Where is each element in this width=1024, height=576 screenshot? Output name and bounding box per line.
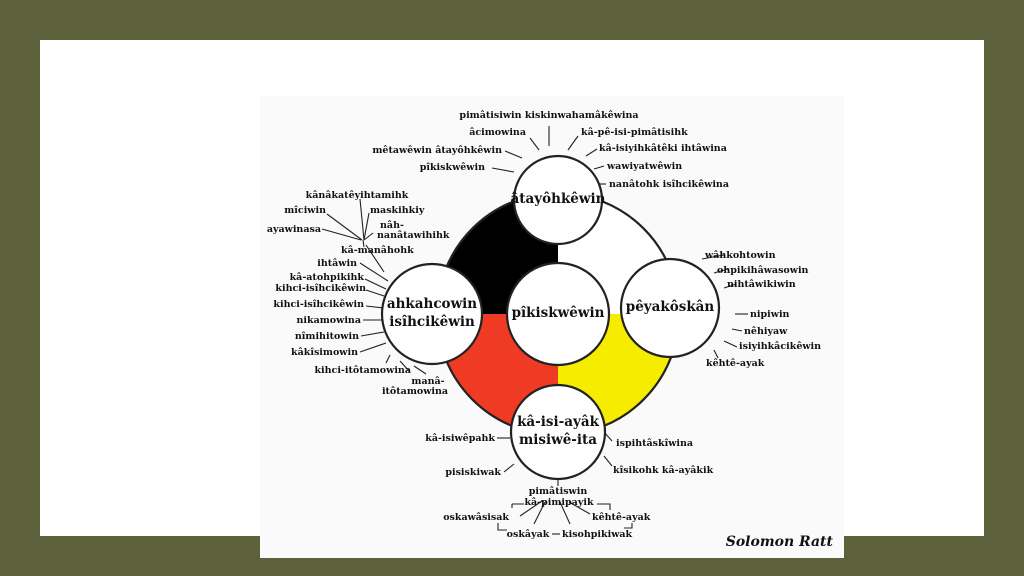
- west-item: maskihkiy: [370, 205, 425, 216]
- north-item: wawiyatwêwin: [606, 161, 682, 172]
- south-circle: [509, 383, 607, 481]
- east-item: nihtâwikiwin: [727, 279, 796, 290]
- author-signature: Solomon Ratt: [726, 534, 834, 550]
- east-leader-lines: [701, 254, 748, 359]
- north-label: âtayôhkêwin: [511, 191, 606, 207]
- west-item: nikamowina: [297, 315, 362, 326]
- east-label: pêyakôskân: [626, 299, 715, 315]
- east-item: isiyihkâcikêwin: [739, 341, 821, 352]
- slide-frame: âtayôhkêwin pîkiskwêwin ahkahcowin isîhc…: [40, 40, 984, 558]
- west-circle: [380, 262, 484, 366]
- south-item: kâ-isiwêpahk: [425, 433, 495, 444]
- south-item: kîsikohk kâ-ayâkik: [613, 465, 714, 476]
- center-circle: [505, 261, 611, 367]
- west-label-line2: isîhcikêwin: [389, 314, 475, 330]
- north-leader-lines: [491, 126, 606, 185]
- west-item: ihtâwin: [317, 258, 357, 269]
- south-item: pimâtiswin: [529, 486, 588, 497]
- north-item: kâ-isiyihkâtêki ihtâwina: [599, 143, 727, 154]
- south-label-line2: misiwê-ita: [519, 432, 597, 448]
- west-item: manâ-: [411, 376, 444, 387]
- east-item: wâhkohtowin: [704, 250, 776, 261]
- west-item: kihci-isîhcikêwin: [273, 299, 364, 310]
- west-item: kânâkatêyihtamihk: [306, 190, 409, 201]
- north-item: kâ-pê-isi-pimâtisihk: [581, 127, 688, 138]
- west-item: itôtamowina: [382, 386, 448, 397]
- west-label-line1: ahkahcowin: [387, 296, 477, 312]
- north-item: pîkiskwêwin: [420, 162, 485, 173]
- west-leader-lines: [321, 198, 427, 375]
- east-item: nipiwin: [750, 309, 790, 320]
- south-leader-lines: [497, 431, 633, 535]
- north-circle: [512, 154, 604, 246]
- south-item: oskawâsisak: [443, 512, 509, 523]
- west-item: kihci-isîhcikêwin: [275, 283, 366, 294]
- south-item: ispihtâskîwina: [616, 438, 693, 449]
- west-item: kâ-manâhohk: [341, 245, 414, 256]
- south-item: kêhtê-ayak: [592, 512, 651, 523]
- south-item: pisiskiwak: [445, 467, 501, 478]
- south-label-line1: kâ-isi-ayâk: [517, 414, 600, 430]
- north-item: pimâtisiwin kiskinwahamâkêwina: [459, 110, 638, 121]
- north-item: nanâtohk isîhcikêwina: [609, 179, 729, 190]
- south-item: kisohpikiwak: [562, 529, 633, 540]
- north-item: âcimowina: [469, 127, 526, 138]
- west-item: nanâtawihihk: [377, 230, 450, 241]
- north-item: mêtawêwin âtayôhkêwin: [372, 145, 502, 156]
- center-label: pîkiskwêwin: [512, 305, 605, 321]
- east-item: ohpikihâwasowin: [717, 265, 809, 276]
- west-item: kihci-itôtamowina: [314, 365, 411, 376]
- medicine-wheel-diagram: âtayôhkêwin pîkiskwêwin ahkahcowin isîhc…: [260, 96, 844, 558]
- diagram-canvas: âtayôhkêwin pîkiskwêwin ahkahcowin isîhc…: [267, 110, 834, 550]
- west-item: nîmihitowin: [295, 331, 359, 342]
- south-item: oskâyak: [507, 529, 550, 540]
- east-item: nêhiyaw: [744, 326, 788, 337]
- west-item: ayawinasa: [267, 224, 321, 235]
- east-circle: [619, 257, 721, 359]
- east-item: kêhtê-ayak: [706, 358, 765, 369]
- west-item: mîciwin: [284, 205, 326, 216]
- south-item: kâ-pimipayik: [524, 497, 594, 508]
- west-item: nâh-: [380, 220, 404, 231]
- west-item: kâ-atohpikihk: [290, 272, 365, 283]
- west-item: kâkîsimowin: [291, 347, 358, 358]
